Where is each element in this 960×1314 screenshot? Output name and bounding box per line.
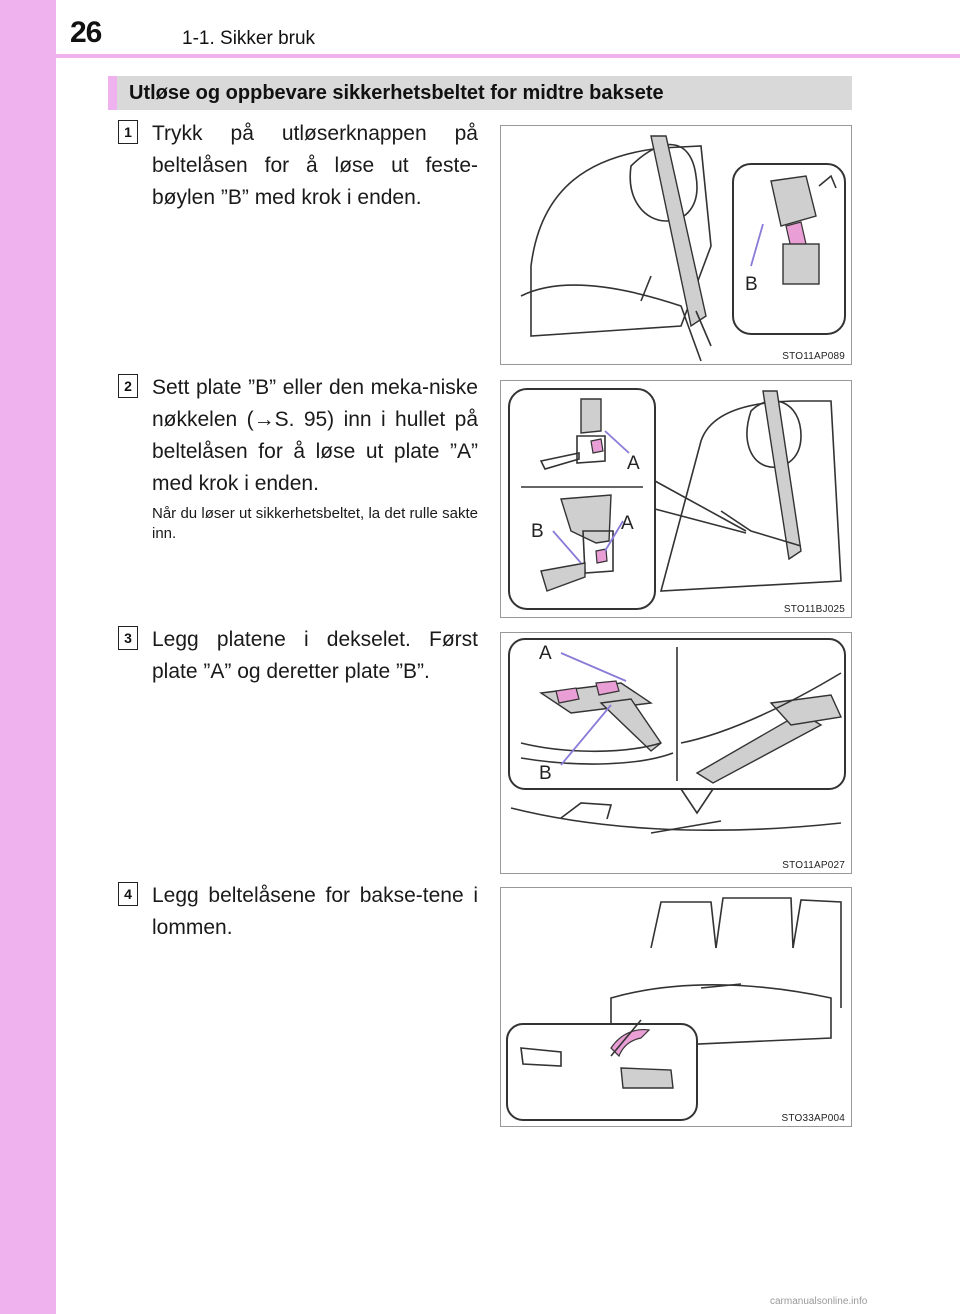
step-3-text: Legg platene i dekselet. Først plate ”A”… bbox=[152, 628, 478, 683]
footer-watermark: carmanualsonline.info bbox=[770, 1296, 868, 1307]
figure-step-2: A B A STO11BJ025 bbox=[500, 380, 852, 618]
seat-belt-buckle-illustration: B bbox=[520, 135, 846, 362]
figure-step-4: STO33AP004 bbox=[500, 887, 852, 1127]
figure-step-1: B STO11AP089 bbox=[500, 125, 852, 365]
figure-label-b: B bbox=[745, 274, 758, 295]
figure-code: STO11AP089 bbox=[782, 351, 845, 362]
figure-label-a: A bbox=[539, 643, 552, 664]
step-4-text: Legg beltelåsene for bakse-tene i lommen… bbox=[152, 884, 478, 939]
figure-label-a-bottom: A bbox=[621, 513, 634, 534]
figure-code: STO33AP004 bbox=[781, 1113, 845, 1124]
step-2-text: Sett plate ”B” eller den meka-niske nøkk… bbox=[152, 376, 478, 495]
header-rule bbox=[0, 54, 960, 58]
step-2-note: Når du løser ut sikkerhetsbeltet, la det… bbox=[152, 505, 478, 542]
figure-label-b: B bbox=[539, 763, 552, 784]
figure-label-b: B bbox=[531, 521, 544, 542]
figure-step-3: A B STO11AP027 bbox=[500, 632, 852, 874]
step-3-badge: 3 bbox=[118, 626, 138, 650]
page-number: 26 bbox=[70, 16, 102, 49]
figure-code: STO11AP027 bbox=[782, 860, 845, 871]
step-1-text: Trykk på utløserknappen på beltelåsen fo… bbox=[152, 122, 478, 209]
figure-code: STO11BJ025 bbox=[783, 604, 845, 615]
rear-seat-pocket-illustration bbox=[506, 897, 842, 1121]
plate-cover-illustration: A B bbox=[508, 638, 846, 834]
figure-label-a-top: A bbox=[627, 453, 640, 474]
step-1-badge: 1 bbox=[118, 120, 138, 144]
side-tab bbox=[0, 0, 56, 1314]
chapter-title: 1-1. Sikker bruk bbox=[182, 28, 316, 49]
buckle-release-illustration: A B A bbox=[508, 388, 842, 610]
step-4-badge: 4 bbox=[118, 882, 138, 906]
step-2-badge: 2 bbox=[118, 374, 138, 398]
section-title: Utløse og oppbevare sikkerhetsbeltet for… bbox=[108, 76, 852, 110]
